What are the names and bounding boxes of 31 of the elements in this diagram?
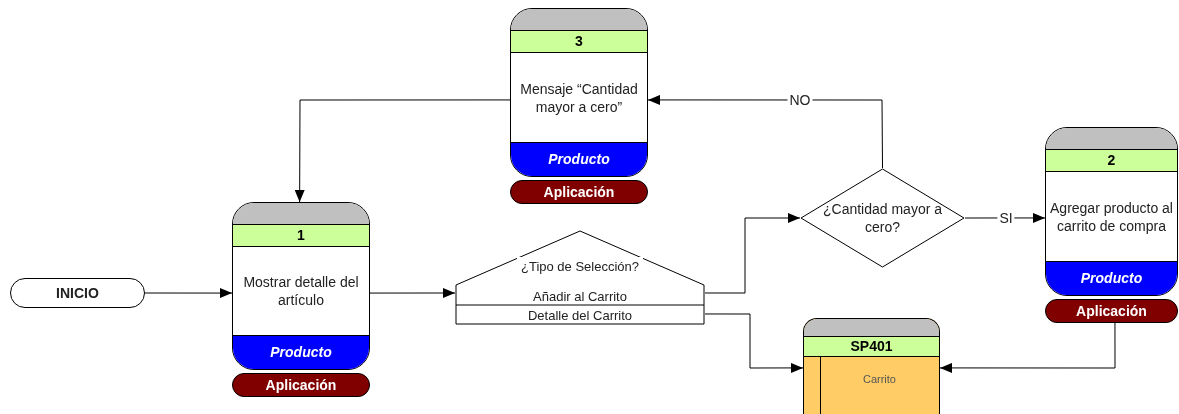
layer-badge: Aplicación [232, 373, 370, 397]
arrow [964, 212, 1046, 223]
terminator-label: INICIO [56, 283, 99, 303]
step-description: Agregar producto al carrito de compra [1050, 198, 1173, 235]
arrow [369, 288, 456, 298]
step-number: 3 [575, 32, 583, 51]
arrow [704, 313, 804, 373]
data-store-card [803, 318, 940, 414]
step-number: 1 [297, 226, 305, 245]
store-id: SP401 [850, 337, 893, 356]
layer-badge: Aplicación [1045, 299, 1178, 323]
start-terminator [10, 278, 145, 308]
edge-label: SI [997, 211, 1015, 225]
arrow [294, 99, 511, 203]
module-label: Producto [1080, 269, 1143, 288]
step-description: Mensaje “Cantidad mayor a cero” [519, 79, 639, 116]
store-name: Carrito [862, 372, 897, 387]
selection-option: Detalle del Carrito [524, 306, 636, 326]
layer-badge: Aplicación [510, 180, 648, 204]
arrow [704, 213, 801, 294]
step-number: 2 [1107, 151, 1116, 170]
arrow [144, 288, 233, 299]
arrow [647, 94, 883, 169]
edge-label: NO [787, 93, 813, 107]
module-label: Producto [270, 343, 332, 362]
selection-option: Añadir al Carrito [529, 287, 631, 307]
decision-question: ¿Cantidad mayor a cero? [822, 200, 943, 236]
arrow [939, 322, 1116, 373]
module-label: Producto [548, 150, 610, 169]
selection-question: ¿Tipo de Selección? [517, 257, 643, 277]
step-description: Mostrar detalle del artículo [242, 273, 360, 309]
